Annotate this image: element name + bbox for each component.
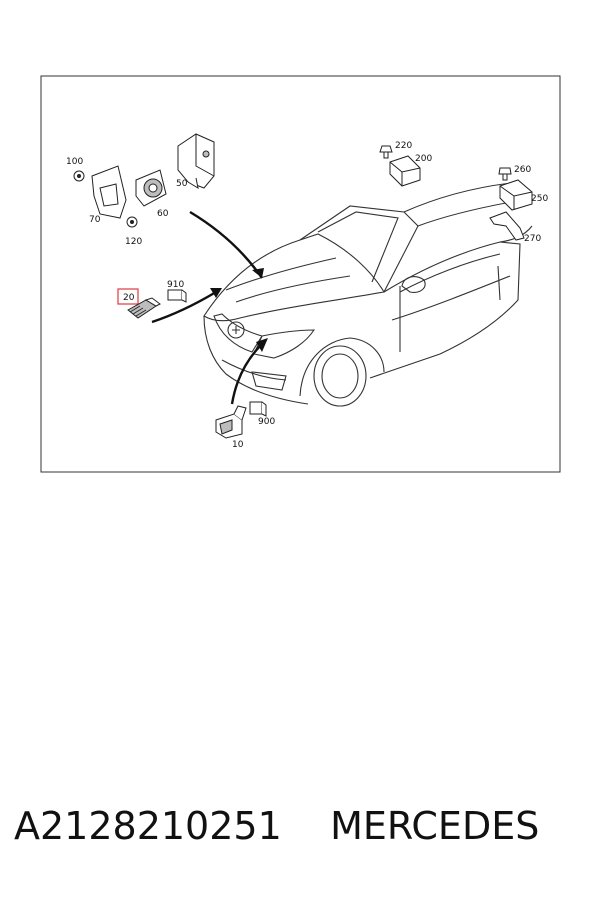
control-unit-200-group bbox=[379, 145, 421, 187]
callout-50: 50 bbox=[176, 179, 188, 189]
diagram-frame bbox=[40, 75, 561, 473]
part-900-connector bbox=[249, 401, 267, 417]
callout-20-highlight[interactable] bbox=[117, 288, 139, 305]
callout-60: 60 bbox=[157, 209, 169, 219]
part-10-sensor bbox=[215, 405, 247, 439]
arrow-from-sensor-20 bbox=[151, 290, 217, 324]
part-910-connector bbox=[167, 289, 187, 303]
horn-assembly-group bbox=[73, 165, 167, 228]
callout-250: 250 bbox=[531, 194, 548, 204]
part-number: A2128210251 bbox=[14, 804, 282, 848]
control-unit-250-group bbox=[489, 167, 533, 241]
brand-name: MERCEDES bbox=[330, 804, 540, 848]
callout-10: 10 bbox=[232, 440, 244, 450]
callout-120: 120 bbox=[125, 237, 142, 247]
part-270-bracket bbox=[489, 211, 525, 241]
part-20-sensor bbox=[127, 297, 161, 319]
callout-220: 220 bbox=[395, 141, 412, 151]
part-50-horn-bracket bbox=[177, 133, 215, 190]
part-caption: A2128210251 MERCEDES bbox=[14, 804, 594, 864]
caption-gap bbox=[282, 804, 330, 848]
part-260-screw bbox=[498, 167, 512, 175]
callout-100: 100 bbox=[66, 157, 83, 167]
callout-270: 270 bbox=[524, 234, 541, 244]
callout-200: 200 bbox=[415, 154, 432, 164]
callout-20[interactable]: 20 bbox=[123, 293, 135, 303]
callout-70: 70 bbox=[89, 215, 101, 225]
callout-900: 900 bbox=[258, 417, 275, 427]
arrow-from-part-10 bbox=[230, 343, 263, 405]
callout-260: 260 bbox=[514, 165, 531, 175]
part-220-screw bbox=[379, 145, 393, 153]
callout-910: 910 bbox=[167, 280, 184, 290]
